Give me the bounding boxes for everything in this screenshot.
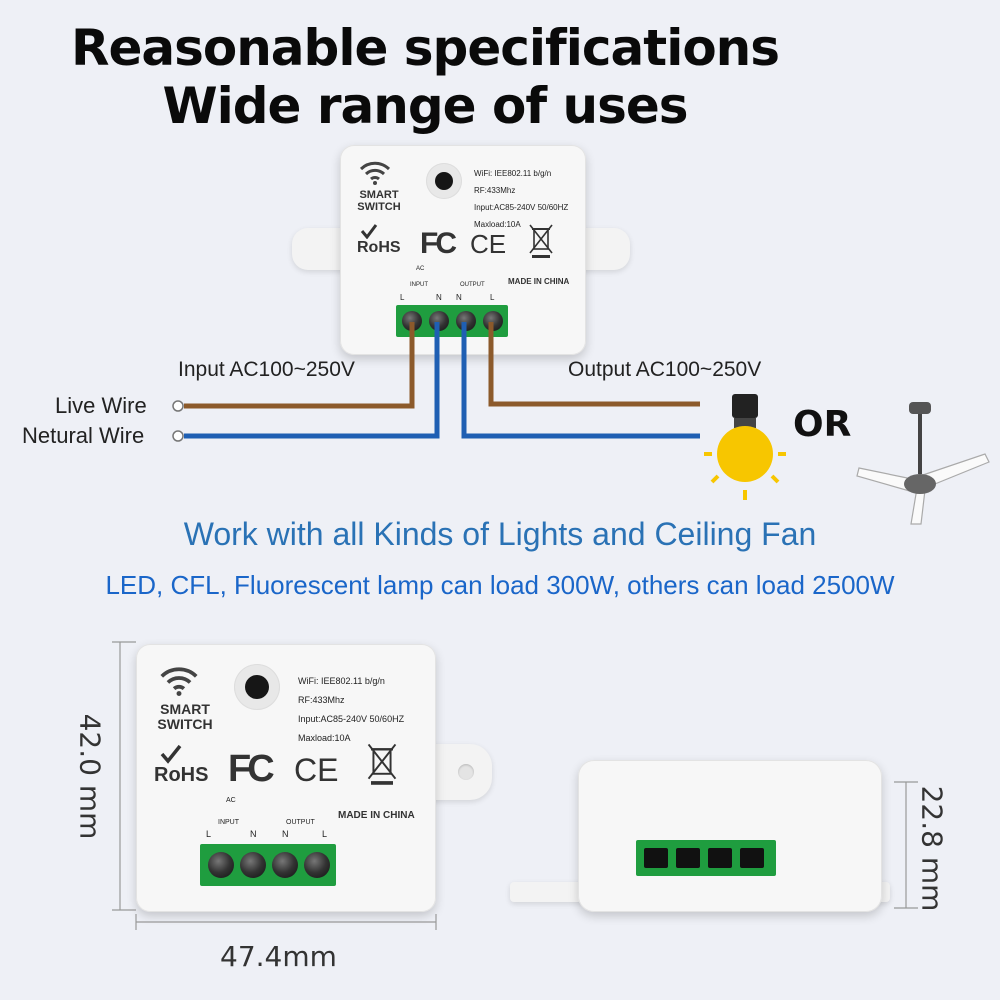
rohs-check-icon	[160, 744, 182, 764]
terminal-screw	[429, 311, 449, 331]
reset-button[interactable]	[234, 664, 280, 710]
headline-line1: Reasonable specifications	[70, 19, 780, 77]
made-in-label: MADE IN CHINA	[508, 277, 570, 286]
input-voltage-label: Input AC100~250V	[178, 358, 355, 381]
terminal-n-label: N	[250, 829, 257, 839]
weee-bin-icon	[367, 743, 397, 785]
terminal-n2-label: N	[456, 293, 462, 302]
terminal-screw	[240, 852, 266, 878]
terminal-screw	[402, 311, 422, 331]
ceiling-fan-icon	[856, 402, 990, 525]
terminal-screw	[208, 852, 234, 878]
wiring-diagram	[172, 322, 700, 442]
neutral-wire-output	[461, 322, 700, 439]
terminal-screw	[456, 311, 476, 331]
rohs-label: RoHS	[357, 239, 401, 256]
terminal-block	[200, 844, 336, 886]
ac-label: AC	[226, 797, 236, 804]
live-wire-input	[184, 322, 415, 409]
live-wire-output	[488, 322, 700, 407]
neutral-wire-input	[184, 322, 440, 439]
fc-icon: FC	[420, 227, 457, 260]
input-label: INPUT	[218, 819, 239, 826]
ac-label: AC	[416, 266, 425, 272]
made-in-label: MADE IN CHINA	[338, 810, 415, 821]
ce-icon: CE	[470, 229, 507, 259]
terminal-screw	[483, 311, 503, 331]
spec-list: WiFi: IEE802.11 b/g/n RF:433Mhz Input:AC…	[474, 169, 569, 229]
input-label: INPUT	[410, 282, 428, 288]
side-flange-left	[510, 882, 590, 902]
bulb-icon	[704, 394, 786, 500]
height-dimension: 42.0 mm	[73, 713, 107, 840]
fc-icon: FC	[228, 748, 275, 790]
dimension-lines-side	[894, 781, 918, 909]
weee-bin-icon	[529, 224, 553, 258]
load-detail: LED, CFL, Fluorescent lamp can load 300W…	[105, 570, 895, 600]
ce-icon: CE	[294, 752, 339, 788]
headline-line2: Wide range of uses	[162, 77, 688, 135]
wifi-icon	[160, 667, 198, 696]
dimension-lines-front	[112, 641, 437, 930]
live-wire-label: Live Wire	[55, 393, 147, 418]
terminal-l2-label: L	[322, 829, 328, 839]
terminal-l-label: L	[400, 293, 405, 302]
terminal-screw	[272, 852, 298, 878]
terminal-screw	[304, 852, 330, 878]
smart-switch-side	[578, 760, 882, 912]
spec-list: WiFi: IEE802.11 b/g/n RF:433Mhz Input:AC…	[298, 676, 405, 743]
output-label: OUTPUT	[460, 282, 485, 288]
reset-button[interactable]	[426, 163, 462, 199]
side-terminal-block	[636, 840, 776, 876]
neutral-terminal-dot	[172, 430, 184, 442]
rohs-label: RoHS	[154, 764, 209, 786]
terminal-n2-label: N	[282, 829, 289, 839]
terminal-l-label: L	[206, 829, 212, 839]
terminal-l2-label: L	[490, 293, 495, 302]
neutral-wire-label: Netural Wire	[22, 423, 145, 448]
output-voltage-label: Output AC100~250V	[568, 358, 762, 381]
width-dimension: 47.4mm	[220, 940, 337, 973]
depth-dimension: 22.8 mm	[915, 785, 949, 912]
rohs-check-icon	[360, 224, 378, 239]
compatibility-title: Work with all Kinds of Lights and Ceilin…	[183, 516, 817, 552]
output-label: OUTPUT	[286, 819, 315, 826]
or-label: OR	[793, 404, 852, 445]
terminal-n-label: N	[436, 293, 442, 302]
live-terminal-dot	[172, 400, 184, 412]
wifi-icon	[359, 161, 391, 185]
